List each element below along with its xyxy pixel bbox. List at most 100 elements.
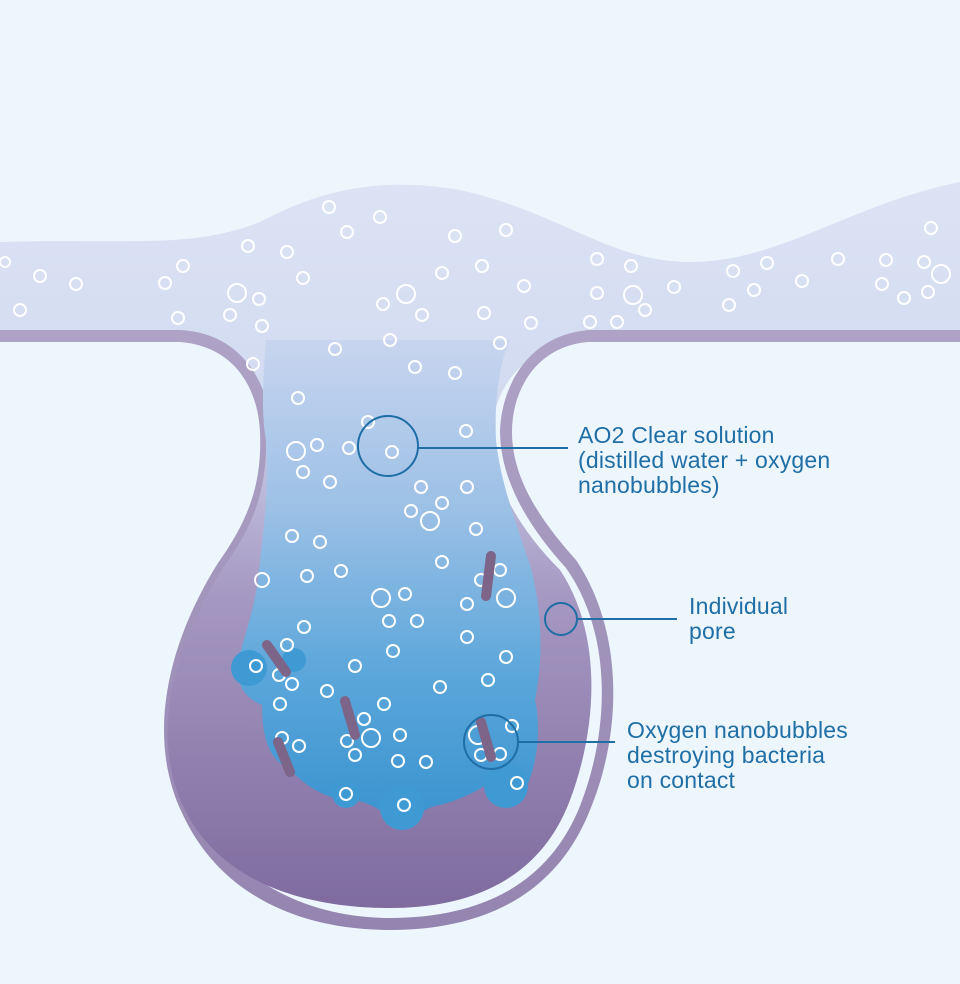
nanobubble [460, 597, 474, 611]
nanobubble [252, 292, 266, 306]
bacteria [476, 717, 496, 762]
nanobubble [924, 221, 938, 235]
solution-droplet [231, 650, 267, 686]
bacteria [273, 737, 295, 777]
callout-line: Individual [689, 593, 789, 619]
nanobubble [176, 259, 190, 273]
nanobubble [638, 303, 652, 317]
callout-line: AO2 Clear solution [578, 422, 775, 448]
solution-fill [237, 340, 541, 822]
nanobubble [610, 315, 624, 329]
nanobubble [419, 755, 433, 769]
bacteria [262, 640, 291, 677]
nanobubble [510, 776, 524, 790]
nanobubble [590, 286, 604, 300]
nanobubble [921, 285, 935, 299]
nanobubble [408, 360, 422, 374]
nanobubble [300, 569, 314, 583]
nanobubble [624, 259, 638, 273]
nanobubble [273, 697, 287, 711]
nanobubble [323, 475, 337, 489]
nanobubble [255, 319, 269, 333]
nanobubble [249, 659, 263, 673]
nanobubble [917, 255, 931, 269]
callout-line: pore [689, 618, 736, 644]
nanobubble [296, 271, 310, 285]
callout-pore-label: Individual pore [689, 594, 788, 644]
nanobubble [583, 315, 597, 329]
nanobubble [280, 245, 294, 259]
nanobubble [722, 298, 736, 312]
nanobubble [477, 306, 491, 320]
nanobubble [377, 697, 391, 711]
nanobubble [334, 564, 348, 578]
nanobubble [499, 223, 513, 237]
nanobubble [875, 277, 889, 291]
nanobubble [373, 210, 387, 224]
nanobubble [280, 638, 294, 652]
nanobubble [393, 728, 407, 742]
nanobubble [313, 535, 327, 549]
nanobubble [339, 787, 353, 801]
nanobubble [831, 252, 845, 266]
nanobubble [435, 266, 449, 280]
nanobubble [285, 677, 299, 691]
nanobubble [348, 659, 362, 673]
nanobubble [382, 614, 396, 628]
callout-line: destroying bacteria [627, 742, 826, 768]
nanobubble [296, 465, 310, 479]
nanobubble [726, 264, 740, 278]
nanobubble [285, 529, 299, 543]
nanobubble [328, 342, 342, 356]
solution-droplet [282, 648, 306, 672]
nanobubble [448, 229, 462, 243]
nanobubble [246, 357, 260, 371]
nanobubble [386, 644, 400, 658]
nanobubble [415, 308, 429, 322]
nanobubble [459, 424, 473, 438]
nanobubble [297, 620, 311, 634]
nanobubble [410, 614, 424, 628]
nanobubble [391, 754, 405, 768]
nanobubble [33, 269, 47, 283]
nanobubble [158, 276, 172, 290]
nanobubble [348, 748, 362, 762]
nanobubble [385, 445, 399, 459]
nanobubble [13, 303, 27, 317]
nanobubble [286, 441, 306, 461]
nanobubble [398, 587, 412, 601]
nanobubble [435, 496, 449, 510]
nanobubble [460, 630, 474, 644]
nanobubble [171, 311, 185, 325]
nanobubble [469, 522, 483, 536]
callout-bacteria-label: Oxygen nanobubbles destroying bacteria o… [627, 718, 848, 793]
nanobubble [524, 316, 538, 330]
nanobubble [897, 291, 911, 305]
nanobubble [342, 441, 356, 455]
nanobubble [310, 438, 324, 452]
magnifier-circle-icon [357, 415, 419, 477]
solution-droplet [380, 786, 424, 830]
nanobubble [747, 283, 761, 297]
nanobubble [254, 572, 270, 588]
bacteria [340, 696, 360, 740]
nanobubble [496, 588, 516, 608]
nanobubble [69, 277, 83, 291]
nanobubble [879, 253, 893, 267]
solution-droplet [332, 780, 360, 808]
callout-line: (distilled water + oxygen [578, 447, 831, 473]
nanobubble [292, 739, 306, 753]
nanobubble [322, 200, 336, 214]
solution-droplet [484, 764, 528, 808]
nanobubble [396, 284, 416, 304]
nanobubble [795, 274, 809, 288]
bacteria [481, 551, 496, 601]
nanobubble [517, 279, 531, 293]
nanobubble [320, 684, 334, 698]
nanobubble [435, 555, 449, 569]
nanobubble [383, 333, 397, 347]
nanobubble [623, 285, 643, 305]
callout-solution-marker [357, 415, 568, 477]
nanobubble [460, 480, 474, 494]
nanobubble [361, 415, 375, 429]
